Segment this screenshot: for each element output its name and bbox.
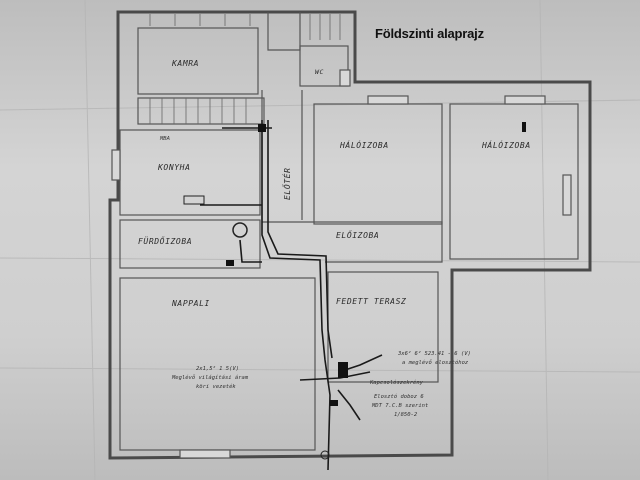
note-lighting-2: Meglévő világítási áram (171, 374, 249, 381)
room-label-kamra: KAMRA (171, 59, 199, 68)
room-label-fedett-terasz: FEDETT TERASZ (336, 297, 406, 306)
room-label-eloter: ELŐTÉR (281, 168, 292, 201)
note-box-3: MDT 7.C.B szerint (371, 403, 429, 409)
room-label-furdoizoba: FÜRDŐIZOBA (138, 236, 192, 246)
note-box-2: Elosztó doboz 6 (374, 393, 424, 400)
note-mba: MBA (159, 136, 170, 142)
note-lighting-3: köri vezeték (196, 383, 236, 390)
room-label-wc: WC (315, 68, 324, 76)
note-feed-2: a meglévő elosztóhoz (402, 359, 469, 366)
plan-title: Földszinti alaprajz (375, 26, 484, 41)
room-label-haloizoba-1: HÁLÓIZOBA (339, 139, 389, 150)
note-box-1: Kapcsolószekrény (369, 379, 424, 386)
room-label-konyha: KONYHA (157, 163, 191, 172)
note-lighting-1: 2x1,5² 1 5(V) (196, 365, 239, 372)
outer-walls (108, 10, 592, 460)
wiring-devices (183, 122, 526, 460)
note-feed-1: 3x6² 6² 523.41 - 6 (V) (397, 350, 471, 357)
room-label-eloizoba: ELŐIZOBA (336, 230, 379, 240)
room-label-haloizoba-2: HÁLÓIZOBA (481, 139, 531, 150)
note-box-4: 1/850-2 (394, 412, 418, 418)
room-label-nappali: NAPPALI (171, 299, 210, 308)
